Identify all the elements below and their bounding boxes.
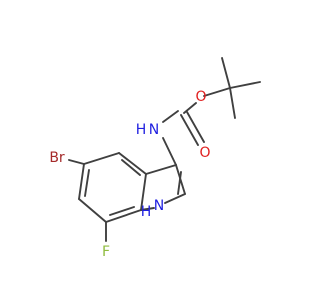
bond-c-br — [68, 159, 85, 165]
amide-nitrogen-label: N — [149, 122, 159, 138]
ester-oxygen-label: O — [195, 89, 206, 105]
bond-c-o-double — [180, 114, 199, 146]
bond — [164, 193, 186, 204]
bond-inner — [177, 171, 182, 195]
bond — [105, 209, 142, 223]
molecule-canvas: Br F N H O O N H — [49, 57, 261, 260]
bond — [140, 173, 147, 211]
fluorine-label: F — [102, 244, 110, 260]
bond-tbu — [221, 57, 231, 89]
bond-c-o — [183, 102, 197, 114]
indole-nitrogen-label: N — [154, 198, 164, 214]
bond — [118, 152, 147, 175]
structure-diagram: Br F N H O O N H — [49, 57, 261, 260]
bond — [78, 198, 107, 223]
bond-c-n — [162, 137, 177, 166]
bond — [83, 152, 120, 165]
bond-inner — [109, 206, 135, 216]
bromine-label: Br — [49, 150, 65, 166]
bond-inner — [84, 169, 90, 197]
bond-inner — [121, 159, 141, 176]
bond-c-o-double — [186, 111, 205, 143]
bond-tbu — [229, 87, 236, 119]
indole-hydrogen-label: H — [141, 204, 152, 220]
carbonyl-oxygen-label: O — [199, 145, 210, 161]
bond — [140, 207, 155, 211]
bond-n-c — [162, 110, 179, 123]
bond-o-c — [203, 87, 231, 97]
amide-hydrogen-label: H — [136, 122, 147, 138]
bond — [145, 164, 177, 175]
bond — [78, 163, 85, 200]
bond-tbu — [229, 81, 261, 89]
